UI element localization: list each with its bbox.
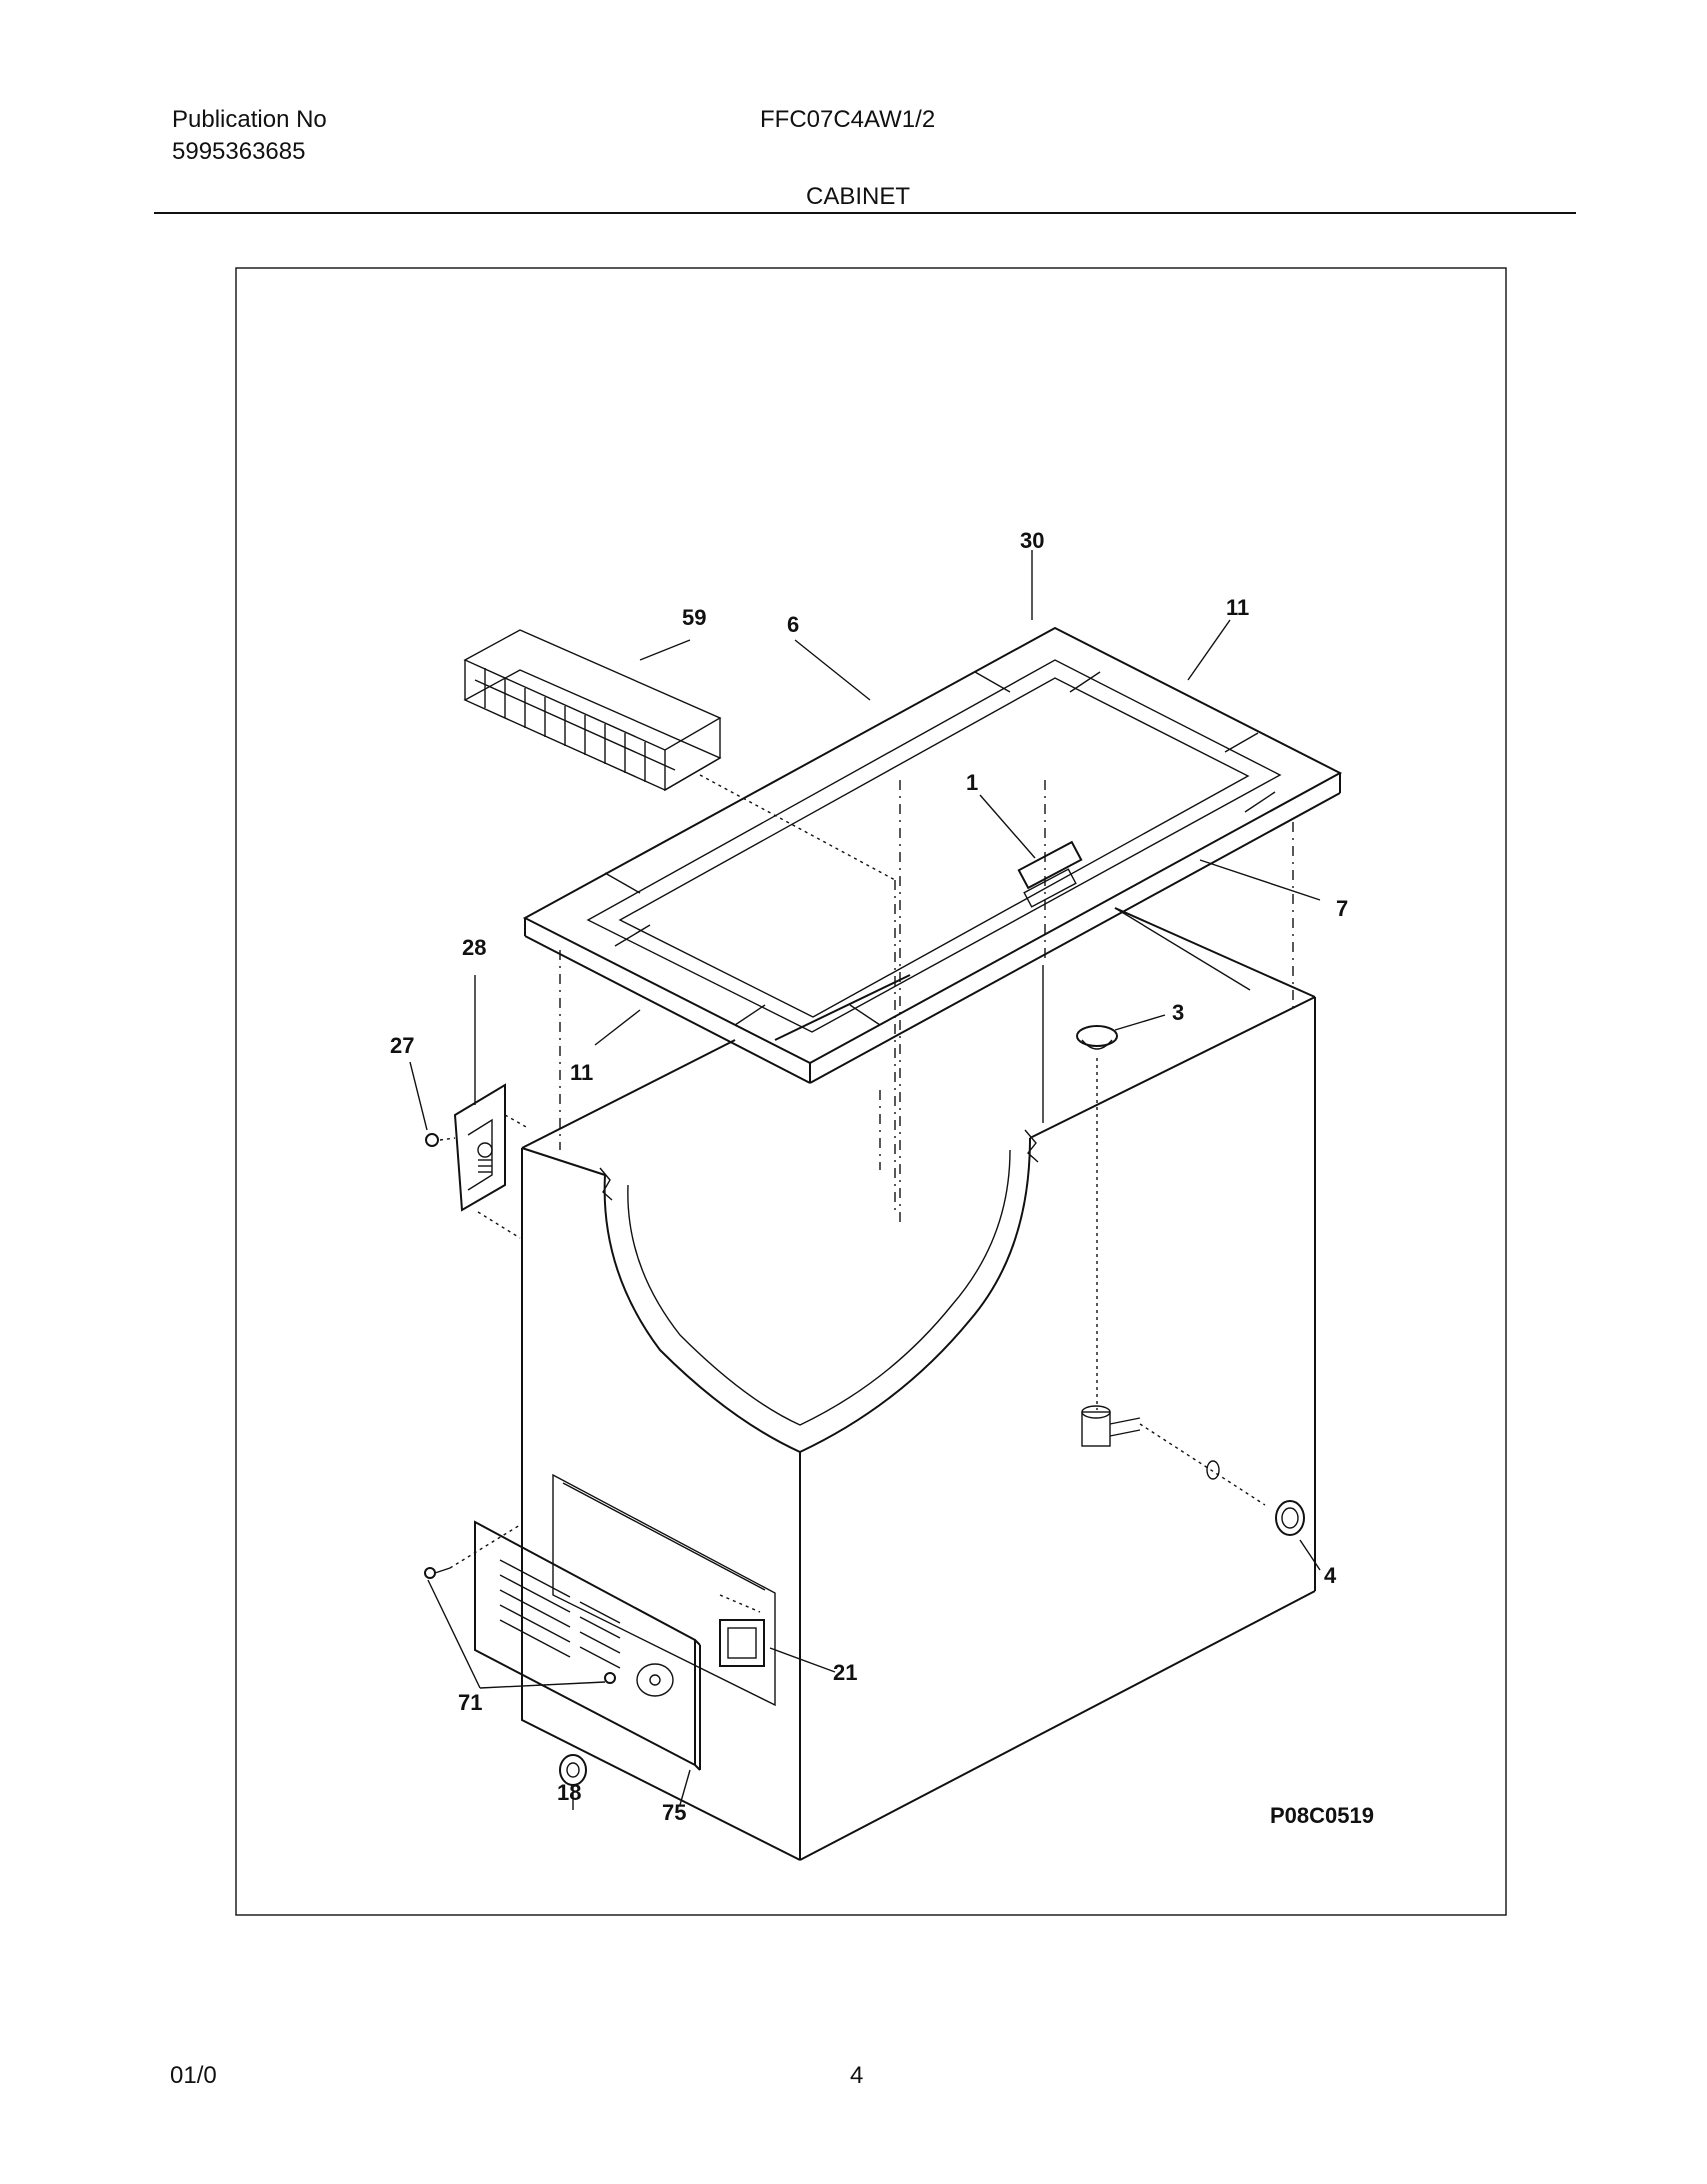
callout-28: 28 — [462, 935, 486, 960]
header-rule — [154, 212, 1576, 214]
callout-6: 6 — [787, 612, 799, 637]
callout-59: 59 — [682, 605, 706, 630]
drain-cap — [1275, 1500, 1305, 1536]
section-title: CABINET — [806, 183, 911, 210]
model-number: FFC07C4AW1/2 — [760, 106, 936, 133]
callout-18: 18 — [557, 1780, 581, 1805]
callout-4: 4 — [1324, 1563, 1337, 1588]
publication-label: Publication No — [172, 106, 327, 133]
drawing-code: P08C0519 — [1270, 1803, 1374, 1828]
drain-parts — [1076, 1025, 1305, 1536]
callout-75: 75 — [662, 1800, 686, 1825]
callout-3: 3 — [1172, 1000, 1184, 1025]
wire-basket — [463, 629, 896, 1210]
callout-7: 7 — [1336, 896, 1348, 921]
cabinet-body — [521, 780, 1316, 1861]
lid-gasket-frame — [522, 626, 1343, 1084]
callout-11-left: 11 — [570, 1060, 593, 1085]
diagram-frame — [235, 267, 1507, 1916]
footer-code: 01/0 — [170, 2062, 217, 2089]
publication-number: 5995363685 — [172, 138, 306, 165]
callout-11-top: 11 — [1226, 595, 1249, 620]
callout-leaders — [409, 550, 1321, 1810]
grille-assembly — [424, 1473, 776, 1786]
callout-1: 1 — [966, 770, 978, 795]
page-number: 4 — [850, 2062, 864, 2089]
hinge-assembly — [425, 1083, 529, 1239]
callout-71: 71 — [458, 1690, 482, 1715]
hinge-screw — [425, 1133, 439, 1147]
callout-21: 21 — [833, 1660, 857, 1685]
callout-30: 30 — [1020, 528, 1044, 553]
callout-27: 27 — [390, 1033, 414, 1058]
